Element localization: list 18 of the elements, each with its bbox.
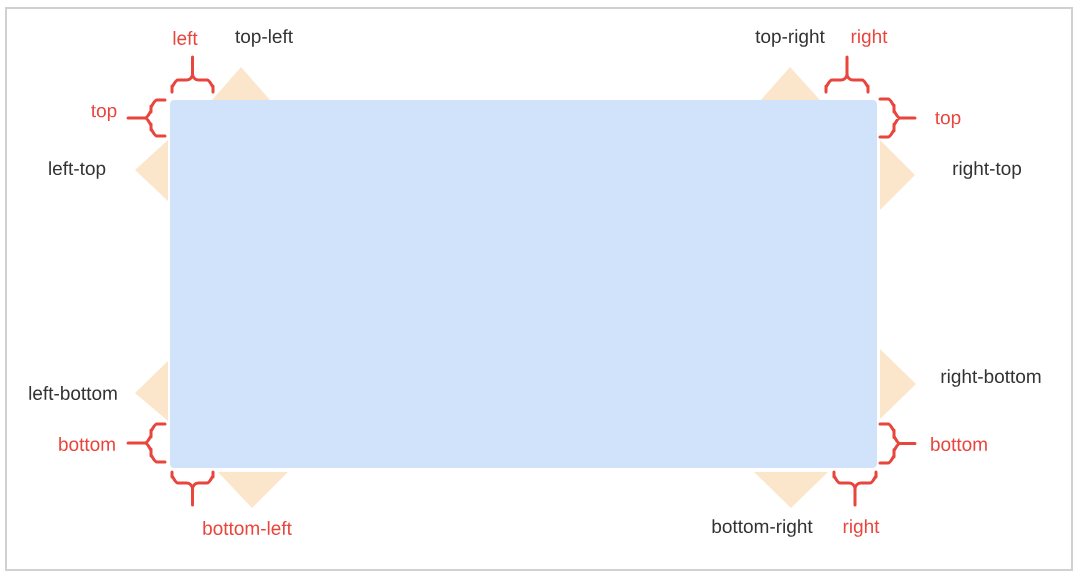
position-label: bottom <box>931 437 987 451</box>
triangle-pointer <box>754 472 828 508</box>
position-label: right <box>851 29 888 47</box>
triangle-pointer <box>880 349 916 419</box>
position-label: right <box>843 519 880 537</box>
position-label: right-top <box>953 161 1022 179</box>
triangle-pointer <box>218 472 288 508</box>
position-label: top <box>91 104 117 122</box>
position-label: top <box>935 111 961 129</box>
triangle-pointer <box>880 140 915 210</box>
triangle-pointer <box>212 67 270 100</box>
position-label: bottom <box>59 437 115 451</box>
rectangle-area <box>170 100 877 468</box>
triangle-pointer <box>761 67 820 100</box>
position-label: left-top <box>49 161 106 179</box>
position-label: left <box>173 31 198 45</box>
triangle-pointer <box>135 140 168 201</box>
triangle-pointer <box>135 361 168 421</box>
